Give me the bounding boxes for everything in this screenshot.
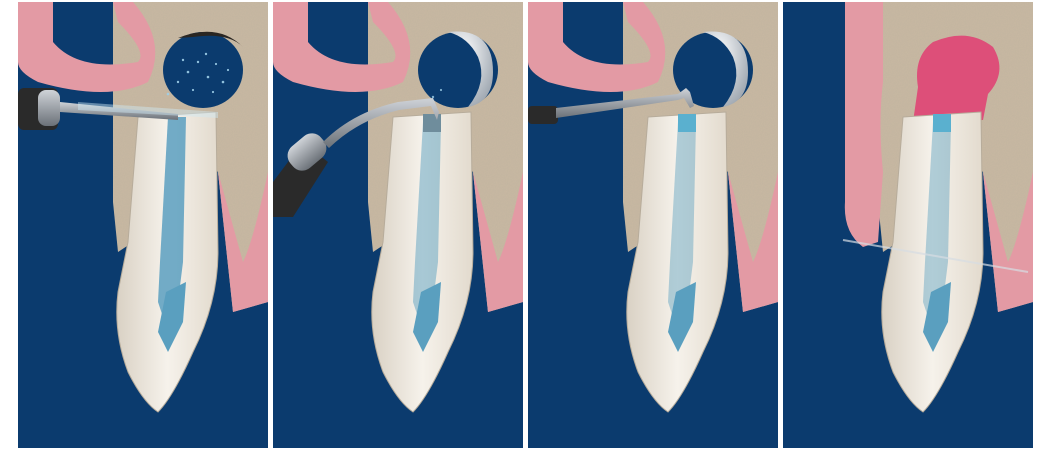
panel-step-4 <box>783 2 1033 448</box>
panel-step-3 <box>528 2 778 448</box>
canal-plug <box>933 114 951 132</box>
panel-step-2 <box>273 2 523 448</box>
panel-step-1 <box>18 2 268 448</box>
lesion-cavity <box>418 32 498 109</box>
lesion-cavity <box>163 32 243 108</box>
canal-plug <box>423 114 441 132</box>
canal-plug <box>678 114 696 132</box>
